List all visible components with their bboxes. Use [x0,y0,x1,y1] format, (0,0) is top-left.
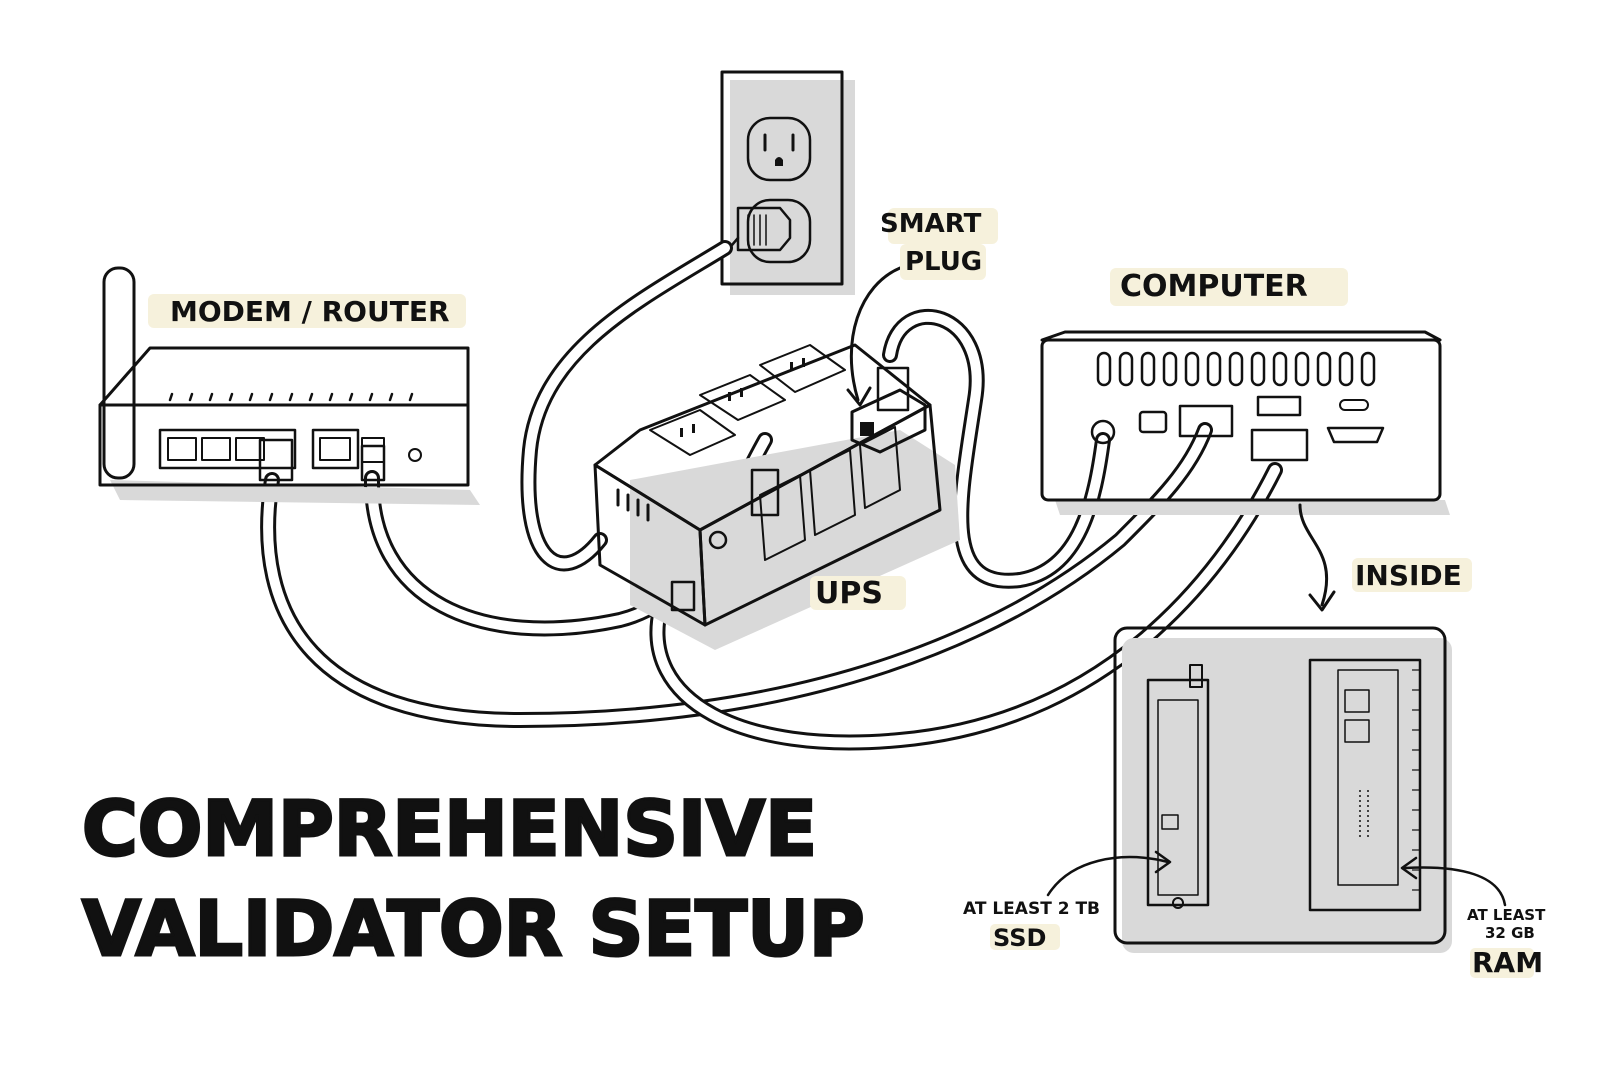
wall-outlet [720,72,855,295]
label-ram-spec-line1: AT LEAST [1467,906,1546,924]
label-smart-plug-line2: PLUG [905,247,982,277]
label-inside: INSIDE [1355,559,1462,592]
computer-ports [1092,397,1383,460]
title-line1: COMPREHENSIVE [82,784,817,873]
title-line2: VALIDATOR SETUP [82,884,865,973]
label-ram-spec-line2: 32 GB [1485,924,1535,942]
label-ups: UPS [815,576,883,611]
label-ram: RAM [1472,946,1543,979]
label-ssd: SSD [993,924,1046,952]
label-computer: COMPUTER [1120,269,1308,304]
label-ssd-spec: AT LEAST 2 TB [963,899,1100,919]
label-modem-router: MODEM / ROUTER [170,295,450,328]
computer-vents [1098,353,1374,385]
label-smart-plug-line1: SMART [880,209,982,239]
inside-panel [1048,628,1505,953]
